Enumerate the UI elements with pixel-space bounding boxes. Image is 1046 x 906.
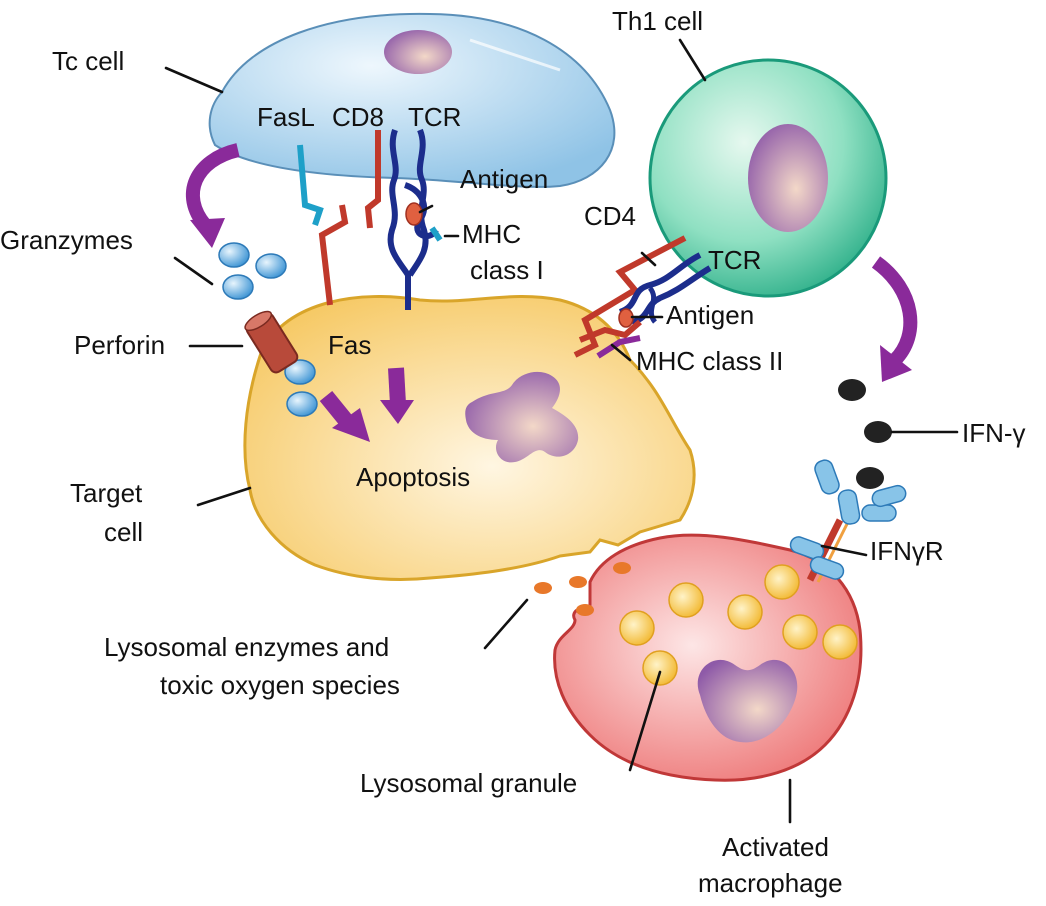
tc-cell-highlight [469, 38, 561, 72]
label-cd4: CD4 [584, 201, 636, 231]
macrophage-nucleus [697, 659, 798, 743]
label-target-line1: Target [70, 478, 143, 508]
tc-cell-body [208, 12, 616, 188]
label-lysosomal-granule: Lysosomal granule [360, 768, 577, 798]
leader-lysosomal-enzymes [483, 598, 529, 650]
tc-cell-nucleus [384, 30, 452, 74]
label-macrophage-line1: Activated [722, 832, 829, 862]
label-fasl: FasL [257, 102, 315, 132]
fasl-receptor [297, 144, 324, 226]
lysosomal-enzymes [534, 562, 631, 616]
label-cd8: CD8 [332, 102, 384, 132]
label-mhc2: MHC class II [636, 346, 783, 376]
label-tc-cell: Tc cell [52, 46, 124, 76]
leader-th1-cell [678, 38, 707, 82]
ifn-gamma-molecules [838, 379, 892, 489]
label-fas: Fas [328, 330, 371, 360]
lysosomal-granules [619, 564, 858, 686]
tcr-mhc2-complex [573, 235, 712, 359]
label-lyso-line1: Lysosomal enzymes and [104, 632, 389, 662]
label-th1-cell: Th1 cell [612, 6, 703, 36]
label-mhc1-line2: class I [470, 255, 544, 285]
label-granzymes: Granzymes [0, 225, 133, 255]
label-target-line2: cell [104, 517, 143, 547]
label-apoptosis: Apoptosis [356, 462, 470, 492]
leader-target-cell [196, 486, 252, 507]
label-tcr-2: TCR [708, 245, 761, 275]
leader-antigen-1 [418, 204, 434, 214]
th1-cell-nucleus [748, 124, 828, 232]
leader-granzymes [173, 256, 214, 286]
granzyme-granules [218, 242, 318, 417]
label-ifn-gamma: IFN-γ [962, 418, 1026, 448]
label-mhc1-line1: MHC [462, 219, 521, 249]
label-tcr-1: TCR [408, 102, 461, 132]
arrow-th1-to-ifn [871, 256, 918, 382]
perforin-pore [244, 310, 299, 374]
label-perforin: Perforin [74, 330, 165, 360]
tcr-mhc1-complex [387, 128, 443, 310]
label-lyso-line2: toxic oxygen species [160, 670, 400, 700]
apoptosis-arrows [319, 367, 414, 442]
leader-lysosomal-granule [628, 670, 662, 772]
label-macrophage-line2: macrophage [698, 868, 843, 898]
leader-mhc2 [610, 343, 632, 362]
leader-tc-cell [164, 66, 224, 94]
label-antigen-1: Antigen [460, 164, 548, 194]
leader-cd4 [640, 251, 657, 267]
target-cell-body [243, 294, 696, 581]
ifngr-receptor [789, 459, 907, 583]
cd8-coreceptor [364, 130, 381, 229]
arrow-tc-to-granzymes [185, 143, 240, 248]
label-ifngr: IFNγR [870, 536, 944, 566]
leader-ifngr [820, 544, 868, 557]
target-cell-nucleus [465, 371, 579, 463]
fas-receptor [318, 204, 349, 306]
label-antigen-2: Antigen [666, 300, 754, 330]
